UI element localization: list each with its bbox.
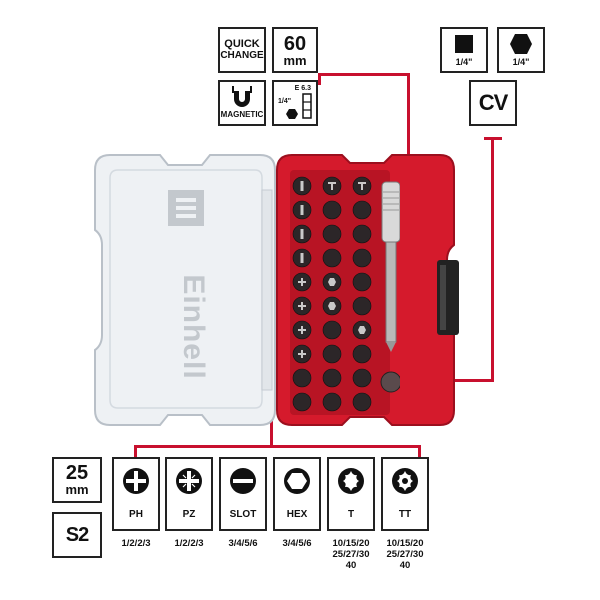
connector-bottom-h (134, 445, 420, 448)
quick-change-line1: QUICK (224, 38, 260, 50)
steel-grade-label: S2 (65, 523, 89, 546)
connector-length-h (318, 73, 410, 76)
hex-icon (284, 468, 310, 494)
magnet-icon (232, 86, 252, 107)
torx-sizes-l3: 40 (345, 560, 357, 571)
torx-tamper-badge: TT (381, 457, 429, 531)
material-badge: CV (469, 80, 517, 126)
bit-length-value: 25 (65, 462, 89, 484)
hex-drive-icon (510, 34, 532, 54)
e63-label: E 6.3 (294, 85, 311, 92)
pz-badge: PZ (165, 457, 213, 531)
torx-code: T (347, 509, 355, 520)
torx-icon (338, 468, 364, 494)
ph-badge: PH (112, 457, 160, 531)
phillips-icon (123, 468, 149, 494)
material-label: CV (478, 90, 509, 115)
hex-shank-icon (286, 93, 312, 119)
slot-badge: SLOT (219, 457, 267, 531)
hex-drive-badge: 1/4" (497, 27, 545, 73)
connector-length (318, 73, 321, 85)
hex-sizes: 3/4/5/6 (282, 538, 312, 549)
length-unit: mm (283, 52, 307, 68)
steel-grade-badge: S2 (52, 512, 102, 558)
torx-tamper-sizes-l3: 40 (399, 560, 411, 571)
torx-tamper-sizes-l1: 10/15/20 (386, 538, 424, 549)
hex-shank-badge: E 6.3 1/4" (272, 80, 318, 126)
square-drive-badge: 1/4" (440, 27, 488, 73)
square-drive-icon (455, 34, 473, 53)
pozidriv-icon (176, 468, 202, 494)
torx-tamper-code: TT (398, 509, 412, 520)
connector-bottom-r (418, 445, 421, 457)
quarter-label: 1/4" (278, 98, 292, 105)
connector-length-v (407, 73, 410, 211)
slotted-icon (230, 468, 256, 494)
connector-cv-v (491, 137, 494, 382)
length-badge: 60 mm (272, 27, 318, 73)
clear-lid (94, 154, 276, 426)
ph-sizes: 1/2/2/3 (121, 538, 151, 549)
connector-bottom-l (134, 445, 137, 457)
pz-code: PZ (182, 509, 196, 520)
slot-code: SLOT (229, 509, 257, 520)
torx-sizes-l1: 10/15/20 (332, 538, 370, 549)
hex-code: HEX (286, 509, 308, 520)
torx-tamper-icon (392, 468, 418, 494)
quick-change-line2: CHANGE (220, 50, 264, 61)
torx-badge: T (327, 457, 375, 531)
bit-length-unit: mm (65, 482, 89, 497)
length-value: 60 (283, 32, 307, 55)
quick-change-badge: QUICK CHANGE (218, 27, 266, 73)
magnetic-badge: MAGNETIC (218, 80, 266, 126)
torx-tamper-sizes-l2: 25/27/30 (386, 549, 424, 560)
pz-sizes: 1/2/2/3 (174, 538, 204, 549)
torx-sizes-l2: 25/27/30 (332, 549, 370, 560)
brand-logo-text: Einhell (177, 274, 210, 380)
bit-length-badge: 25 mm (52, 457, 102, 503)
bit-grid (292, 176, 400, 412)
hex-drive-size: 1/4" (512, 57, 530, 67)
ph-code: PH (129, 509, 143, 520)
magnetic-label: MAGNETIC (220, 110, 264, 119)
square-drive-size: 1/4" (455, 56, 473, 67)
slot-sizes: 3/4/5/6 (228, 538, 258, 549)
hex-badge: HEX (273, 457, 321, 531)
